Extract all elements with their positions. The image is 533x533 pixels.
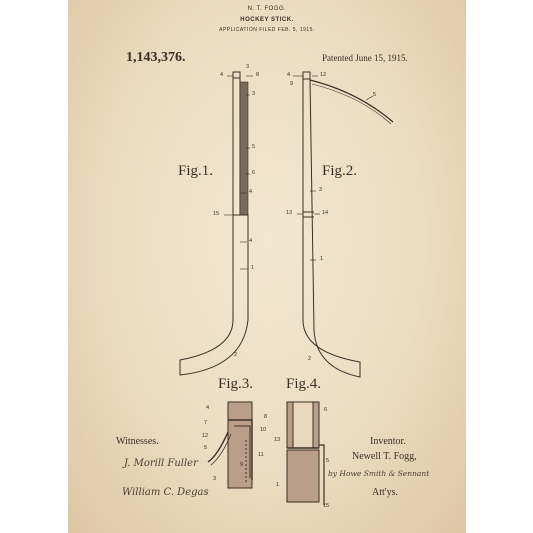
patented-date: Patented June 15, 1915. <box>322 53 408 63</box>
ref-number: 4 <box>220 72 224 78</box>
witness-signature-2: William C. Degas <box>122 487 209 498</box>
ref-number: 4 <box>249 189 253 195</box>
ref-number: 9 <box>290 81 294 87</box>
ref-number: 3 <box>252 91 256 97</box>
ref-number: 15 <box>323 503 330 509</box>
ref-number: 7 <box>204 420 208 426</box>
ref-number: 13 <box>274 437 281 443</box>
ref-number: 8 <box>264 414 268 420</box>
ref-number: 5 <box>252 144 256 150</box>
patent-sheet: N. T. FOGG. HOCKEY STICK. APPLICATION FI… <box>68 0 466 533</box>
ref-number: 6 <box>252 170 256 176</box>
ref-number: 10 <box>260 427 267 433</box>
fig3-label: Fig.3. <box>218 376 254 392</box>
witness-signature-1: J. Morill Fuller <box>124 458 198 469</box>
ref-number: 13 <box>286 210 293 216</box>
ref-number: 4 <box>249 238 253 244</box>
ref-number: 12 <box>202 433 209 439</box>
ref-number: 5 <box>326 458 330 464</box>
fig4-label: Fig.4. <box>286 376 322 392</box>
ref-number: 5 <box>204 445 208 451</box>
filing-date: APPLICATION FILED FEB. 5, 1915. <box>219 27 315 33</box>
attorneys-signature: by Howe Smith & Sennant <box>328 469 430 478</box>
fig3-cross-section <box>207 401 253 489</box>
attorneys-label: Att'ys. <box>372 487 398 498</box>
patent-title: HOCKEY STICK. <box>240 17 294 23</box>
ref-number: 8 <box>256 72 260 78</box>
ref-number: 2 <box>308 356 312 362</box>
leader-lines <box>224 75 374 270</box>
ref-number: 3 <box>319 187 323 193</box>
inventor-name: Newell T. Fogg, <box>352 451 417 462</box>
ref-number: 15 <box>213 211 220 217</box>
ref-number: 3 <box>246 64 250 70</box>
ref-number: 3 <box>213 476 217 482</box>
ref-number: 4 <box>206 405 210 411</box>
ref-number: 1 <box>320 256 324 262</box>
ref-number: 5 <box>373 92 377 98</box>
inventor-label: Inventor. <box>370 436 406 447</box>
fig2-label: Fig.2. <box>322 163 358 179</box>
ref-number: 1 <box>251 265 255 271</box>
patent-number: 1,143,376. <box>126 50 186 65</box>
ref-number: 14 <box>322 210 329 216</box>
ref-number: 11 <box>258 452 264 458</box>
fig4-cross-section <box>286 401 325 505</box>
fig1-hockey-stick <box>179 71 249 376</box>
ref-number: 6 <box>324 407 328 413</box>
ref-number: 1 <box>276 482 280 488</box>
patent-drawings <box>179 71 394 505</box>
fig2-hockey-stick <box>302 71 394 378</box>
ref-number: 4 <box>287 72 291 78</box>
ref-number: 2 <box>234 352 238 358</box>
ref-number: 12 <box>320 72 327 78</box>
inventor-header: N. T. FOGG. <box>247 6 287 12</box>
fig1-label: Fig.1. <box>178 163 214 179</box>
ref-number: 9 <box>240 462 244 468</box>
witnesses-label: Witnesses. <box>116 436 159 447</box>
